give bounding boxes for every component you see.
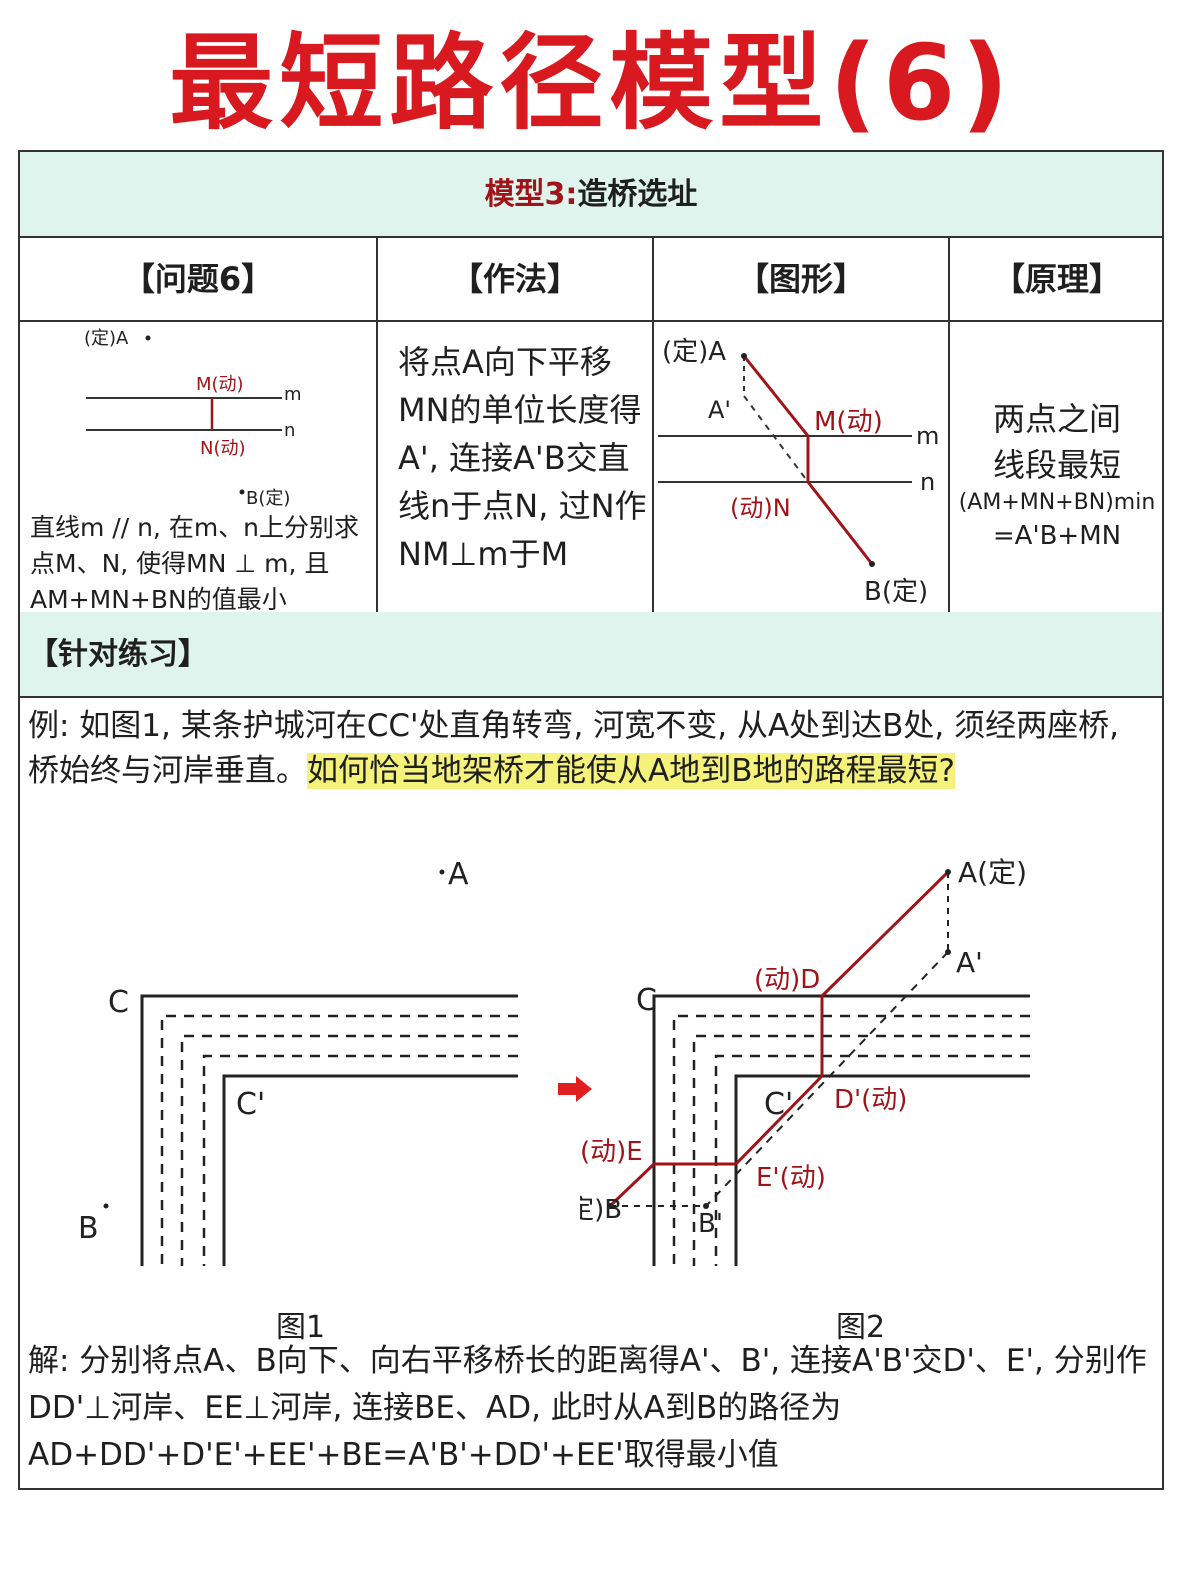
fig1-label-c: C (108, 985, 129, 1020)
figure-label-n-point: (动)N (730, 494, 791, 522)
fig2-label-a: A(定) (958, 856, 1027, 889)
fig2-point-a (945, 869, 951, 875)
problem-point-a (145, 335, 151, 341)
method-text: 将点A向下平移MN的单位长度得A', 连接A'B交直线n于点N, 过N作NM⊥m… (398, 343, 647, 573)
principle-line-1: 两点之间 (992, 400, 1121, 438)
fig1-inner-bank (222, 1074, 518, 1266)
fig2-segment-d-prime-e-prime (734, 1074, 824, 1166)
figure-segment-am (742, 355, 810, 437)
solution-paragraph: 解: 分别将点A、B向下、向右平移桥长的距离得A'、B', 连接A'B'交D'、… (28, 1343, 1147, 1473)
problem-diagram: (定)A M(动) N(动) m n B(定) (84, 328, 302, 509)
example-text: 例: 如图1, 某条护城河在CC'处直角转弯, 河宽不变, 从A处到达B处, 须… (28, 708, 1119, 789)
figure-point-b (869, 561, 875, 567)
figure-label-a-prime: A' (708, 396, 731, 424)
figure-label-b: B(定) (864, 577, 928, 607)
figure-2-diagram: A(定) A' (动)D C C' D'(动) (动)E E'(动) (定)B … (580, 856, 1030, 1266)
figure-label-m-point: M(动) (814, 407, 883, 437)
figure-cell: (定)A A' M(动) (动)N m n B(定) (654, 320, 950, 612)
fig1-point-b (103, 1203, 109, 1209)
figure-label-n: n (920, 468, 935, 496)
figure-1-diagram: A C C' B (78, 857, 518, 1266)
fig1-label-c-prime: C' (236, 1087, 265, 1122)
fig2-label-d-prime: D'(动) (834, 1085, 907, 1115)
fig2-label-c-prime: C' (764, 1087, 793, 1122)
problem-label-b: B(定) (246, 488, 290, 509)
fig2-point-b (607, 1203, 613, 1209)
col-header-figure: 【图形】 (654, 238, 950, 320)
figure-label-m: m (916, 422, 939, 450)
model-figure-diagram: (定)A A' M(动) (动)N m n B(定) (658, 337, 939, 607)
col-header-problem: 【问题6】 (20, 238, 378, 320)
problem-label-n-point: N(动) (200, 438, 246, 459)
fig2-aprime-bprime-dash (705, 951, 949, 1207)
figure-aprime-b-dash (743, 395, 809, 483)
fig1-point-a (439, 869, 445, 875)
col-header-principle: 【原理】 (992, 260, 1121, 298)
fig1-label-b: B (78, 1211, 99, 1246)
fig2-label-b: (定)B (580, 1195, 622, 1225)
model-prefix: 模型3: (484, 177, 578, 212)
fig2-outer-bank (652, 994, 1030, 1266)
fig2-dash-2 (692, 1034, 1030, 1266)
fig2-label-e: (动)E (580, 1137, 643, 1167)
fig2-label-c: C (636, 983, 657, 1018)
col-header-method: 【作法】 (378, 238, 654, 320)
fig2-segment-ad (820, 870, 950, 998)
fig2-dash-1 (672, 1014, 1030, 1266)
fig2-inner-bank (734, 1074, 1030, 1266)
column-header-row: 【问题6】 【作法】 【图形】 【原理】 (20, 238, 1162, 322)
fig2-label-b-prime: B' (698, 1209, 723, 1239)
problem-label-m-point: M(动) (196, 374, 244, 395)
page-title: 最短路径模型(6) (169, 22, 1015, 144)
fig2-label-e-prime: E'(动) (756, 1163, 826, 1193)
principle-line-2: 线段最短 (992, 446, 1121, 484)
fig1-dash-1 (160, 1014, 518, 1266)
figure-label-a: (定)A (662, 337, 726, 367)
figure-segment-nb (806, 481, 874, 565)
example-paragraph: 例: 如图1, 某条护城河在CC'处直角转弯, 河宽不变, 从A处到达B处, 须… (28, 704, 1148, 794)
fig1-dash-3 (202, 1054, 518, 1266)
fig2-point-b-prime (703, 1203, 709, 1209)
principle-block: 两点之间 线段最短 (AM+MN+BN)min =A'B+MN (950, 396, 1164, 554)
figure-1-caption: 图1 (276, 1310, 326, 1345)
fig2-segment-be (608, 1162, 656, 1208)
model-name: 造桥选址 (577, 177, 698, 212)
model-body-row: (定)A M(动) N(动) m n B(定) 直线m // n, 在m、n上分… (20, 320, 1162, 614)
principle-formula-1: (AM+MN+BN)min (958, 490, 1156, 515)
problem-text: 直线m // n, 在m、n上分别求点M、N, 使得MN ⊥ m, 且AM+MN… (30, 513, 360, 612)
figure-point-a (741, 353, 747, 359)
fig1-dash-2 (180, 1034, 518, 1266)
practice-header: 【针对练习】 (20, 612, 1162, 698)
problem-cell: (定)A M(动) N(动) m n B(定) 直线m // n, 在m、n上分… (20, 320, 378, 612)
problem-label-a: (定)A (84, 328, 129, 349)
principle-cell: 两点之间 线段最短 (AM+MN+BN)min =A'B+MN (950, 320, 1164, 612)
method-cell: 将点A向下平移MN的单位长度得A', 连接A'B交直线n于点N, 过N作NM⊥m… (378, 320, 654, 612)
model-sheet: 模型3:造桥选址 【问题6】 【作法】 【图形】 【原理】 (定)A M(动) … (18, 150, 1164, 1490)
problem-point-b (239, 489, 245, 495)
fig2-label-d: (动)D (754, 965, 820, 995)
example-question-highlight: 如何恰当地架桥才能使从A地到B地的路程最短? (307, 753, 955, 789)
problem-label-m: m (284, 384, 302, 405)
fig1-label-a: A (448, 857, 469, 892)
principle-formula-2: =A'B+MN (992, 521, 1122, 551)
fig2-point-a-prime (945, 949, 951, 955)
problem-label-n: n (284, 420, 295, 441)
figure-2-caption: 图2 (836, 1310, 886, 1345)
fig2-label-a-prime: A' (956, 946, 983, 979)
arrow-right-icon (558, 1076, 592, 1102)
model-header: 模型3:造桥选址 (20, 152, 1162, 238)
fig1-outer-bank (140, 994, 518, 1266)
